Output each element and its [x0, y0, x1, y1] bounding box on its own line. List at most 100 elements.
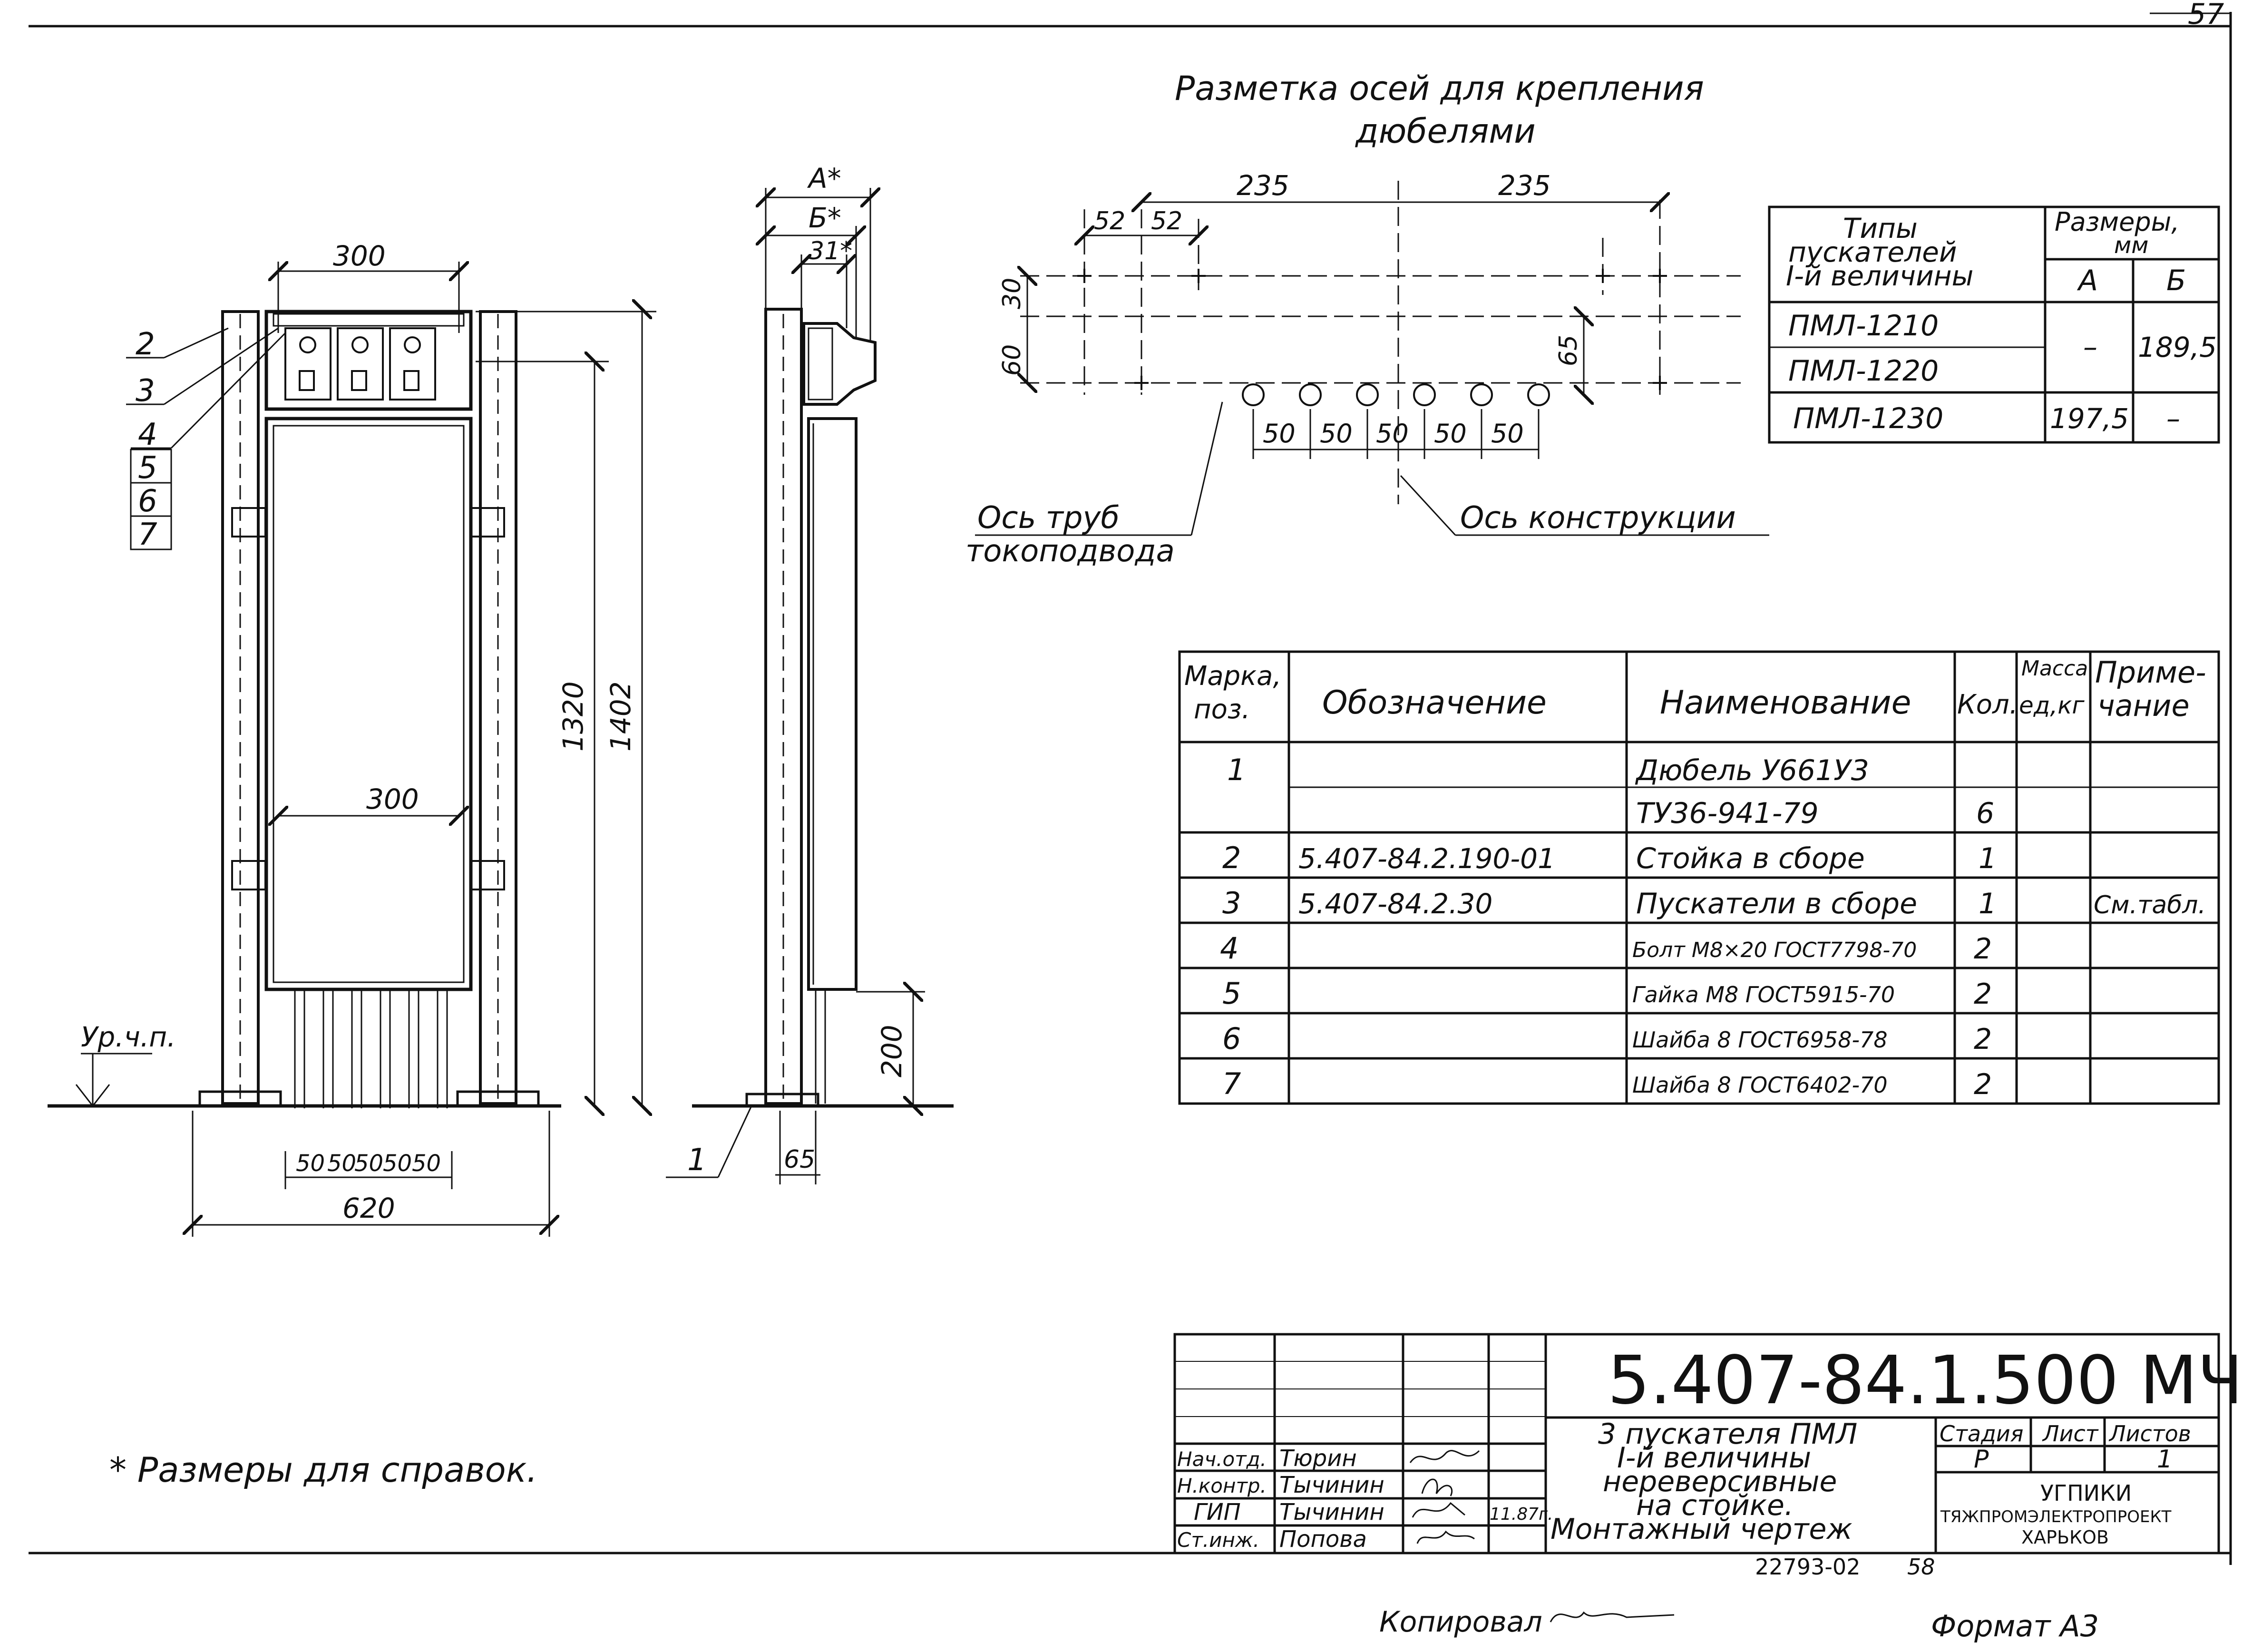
title-line-5: Монтажный чертеж: [1550, 1513, 1852, 1546]
doc-code: 5.407-84.1.500 МЧ: [1608, 1342, 2243, 1419]
front-panel: [264, 417, 473, 991]
staff-role-4: Ст.инж.: [1177, 1528, 1259, 1552]
front-dim-1402: 1402: [604, 681, 637, 752]
floor-level-label: Ур.ч.п.: [81, 1021, 176, 1053]
stage-value: Р: [1974, 1445, 1989, 1474]
copied-label: Копировал: [1379, 1605, 1542, 1639]
axes-dim-30: 30: [998, 278, 1026, 309]
title-line-4: на стойке.: [1636, 1489, 1794, 1522]
front-view: 300 300 1320 1402 2 3 4 5 6 7: [48, 240, 656, 1237]
spec-row-1-name: Дюбель У661У3: [1635, 754, 1869, 787]
starter-cabinet: [264, 310, 473, 411]
axes-dim-50-3: 50: [1376, 419, 1409, 449]
sizes-row-3-b: –: [2166, 402, 2180, 435]
staff-role-1: Нач.отд.: [1177, 1447, 1267, 1471]
side-dim-a: А*: [807, 162, 841, 195]
copier-signature: [1550, 1611, 1675, 1623]
spec-row-4-note: См.табл.: [2094, 891, 2206, 919]
sizes-col-a: А: [2077, 264, 2098, 297]
spec-row-6-name: Гайка М8 ГОСТ5915-70: [1632, 982, 1895, 1007]
sheets-total: 1: [2157, 1445, 2173, 1474]
side-view: А* Б* 31* 200 65 1: [666, 162, 954, 1184]
format-label: Формат А3: [1931, 1609, 2099, 1643]
front-dim-620: 620: [342, 1192, 395, 1224]
axes-dim-50-4: 50: [1434, 419, 1467, 449]
axes-dim-50-5: 50: [1491, 419, 1524, 449]
title-line-1: 3 пускателя ПМЛ: [1598, 1417, 1857, 1451]
spec-row-7-name: Шайба 8 ГОСТ6958-78: [1632, 1027, 1888, 1053]
sizes-row-3-a: 197,5: [2050, 402, 2129, 435]
sizes-row-3-type: ПМЛ-1230: [1793, 402, 1943, 435]
axes-dim-235-right: 235: [1498, 169, 1551, 202]
title-block: 5.407-84.1.500 МЧ 3 пускателя ПМЛ I-й ве…: [1173, 1333, 2243, 1554]
staff-role-2: Н.контр.: [1177, 1474, 1267, 1497]
pipe-axis-label-1: Ось труб: [977, 500, 1120, 536]
spec-row-2-qty: 6: [1976, 797, 1994, 830]
pitch-50-4: 50: [383, 1150, 412, 1177]
stage-label: Стадия: [1940, 1421, 2023, 1447]
side-post: [764, 308, 803, 1105]
axes-dim-50-2: 50: [1320, 419, 1353, 449]
sizes-merged-a: –: [2083, 331, 2097, 364]
spec-header-mass-1: Масса: [2021, 656, 2088, 681]
pitch-50-5: 50: [412, 1150, 441, 1177]
callout-4: 4: [138, 417, 157, 452]
sizes-col-b: Б: [2166, 264, 2186, 297]
spec-row-4-name: Пускатели в сборе: [1636, 887, 1917, 920]
signatures: [1409, 1450, 1480, 1544]
org-line-2: ТЯЖПРОМЭЛЕКТРОПРОЕКТ: [1940, 1507, 2172, 1526]
spec-header-mark-2: поз.: [1194, 694, 1250, 725]
spec-row-3-designation: 5.407-84.2.190-01: [1298, 842, 1555, 875]
spec-row-3-qty: 1: [1979, 842, 1997, 875]
cable-pipes: [294, 989, 448, 1108]
spec-header-designation: Обозначение: [1322, 684, 1547, 722]
side-dim-b: Б*: [809, 202, 841, 234]
front-dim-mid: 300: [366, 783, 419, 815]
axes-dim-50-1: 50: [1263, 419, 1296, 449]
spec-row-3-name: Стойка в сборе: [1636, 842, 1865, 875]
front-dim-1320: 1320: [557, 681, 589, 752]
callout-3: 3: [136, 373, 155, 409]
callout-7: 7: [138, 517, 157, 552]
spec-row-5-name: Болт М8×20 ГОСТ7798-70: [1632, 938, 1917, 962]
spec-table: Марка, поз. Обозначение Наименование Кол…: [1178, 650, 2220, 1105]
front-dim-top: 300: [333, 240, 386, 272]
side-panel: [807, 417, 858, 991]
sizes-header-types-2: пускателей: [1788, 236, 1957, 268]
starters: [284, 327, 436, 401]
pitch-50-2: 50: [327, 1150, 356, 1177]
spec-header-note-2: чание: [2097, 688, 2190, 723]
spec-row-4-mark: 3: [1222, 886, 1241, 920]
axes-title-2: дюбелями: [1355, 112, 1536, 151]
axes-dim-60: 60: [998, 344, 1026, 376]
spec-row-4-qty: 1: [1979, 887, 1997, 920]
spec-row-4-designation: 5.407-84.2.30: [1298, 888, 1492, 920]
axes-dim-52-a: 52: [1094, 207, 1125, 235]
spec-row-6-mark: 5: [1222, 976, 1241, 1011]
spec-row-5-mark: 4: [1220, 931, 1238, 966]
signature-date: 11.87г.: [1490, 1505, 1553, 1524]
title-line-2: I-й величины: [1617, 1441, 1811, 1475]
axes-marking: Разметка осей для крепления дюбелями: [965, 69, 1769, 569]
axes-dim-65: 65: [1554, 335, 1583, 366]
pitch-50-1: 50: [296, 1150, 325, 1177]
spec-row-3-mark: 2: [1222, 841, 1241, 875]
spec-row-8-name: Шайба 8 ГОСТ6402-70: [1632, 1072, 1888, 1098]
pipe-axis-label-2: токоподвода: [965, 534, 1175, 569]
spec-header-note-1: Приме-: [2095, 655, 2206, 690]
callout-5: 5: [138, 450, 157, 486]
staff-name-1: Тюрин: [1279, 1445, 1357, 1472]
spec-header-name: Наименование: [1660, 684, 1911, 722]
spec-row-8-mark: 7: [1222, 1066, 1241, 1101]
construction-axis-label: Ось конструкции: [1460, 500, 1736, 536]
front-callouts: 2 3 4 5 6 7: [126, 327, 286, 552]
side-dim-65: 65: [784, 1145, 815, 1174]
callout-6: 6: [138, 484, 157, 519]
staff-name-3: Тычинин: [1279, 1499, 1384, 1525]
inventory-number: 22793-02: [1755, 1554, 1860, 1580]
side-dim-200: 200: [876, 1025, 908, 1077]
org-line-1: УГПИКИ: [2040, 1480, 2132, 1506]
sizes-header-types-1: Типы: [1843, 212, 1918, 244]
axes-title-1: Разметка осей для крепления: [1175, 69, 1704, 108]
sizes-table: Типы пускателей I-й величины Размеры, мм…: [1768, 205, 2220, 444]
